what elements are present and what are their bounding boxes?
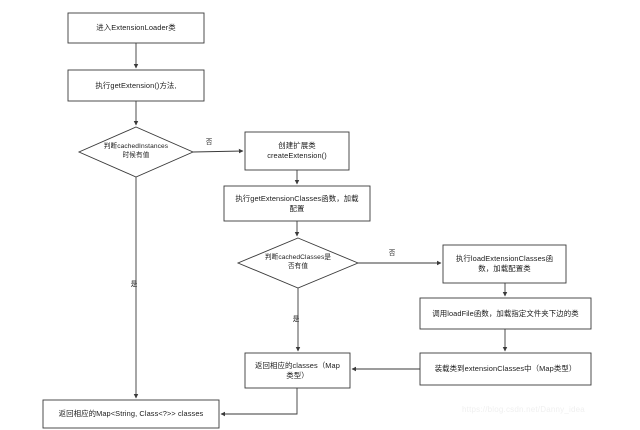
node-shape-n1	[67, 12, 205, 44]
node-shape-n3	[77, 126, 195, 178]
node-shape-n7	[442, 244, 567, 284]
node-shape-n8	[419, 297, 592, 330]
node-shape-n11	[42, 399, 220, 429]
node-shape-n6	[236, 237, 360, 289]
node-shape-n2	[67, 69, 205, 102]
edge-n10-n11	[220, 388, 298, 417]
node-shape-n5	[223, 185, 371, 222]
node-shape-n9	[419, 352, 592, 386]
edge-n3-n4	[192, 148, 244, 154]
node-shape-n10	[244, 352, 351, 389]
node-shape-n4	[244, 131, 350, 171]
